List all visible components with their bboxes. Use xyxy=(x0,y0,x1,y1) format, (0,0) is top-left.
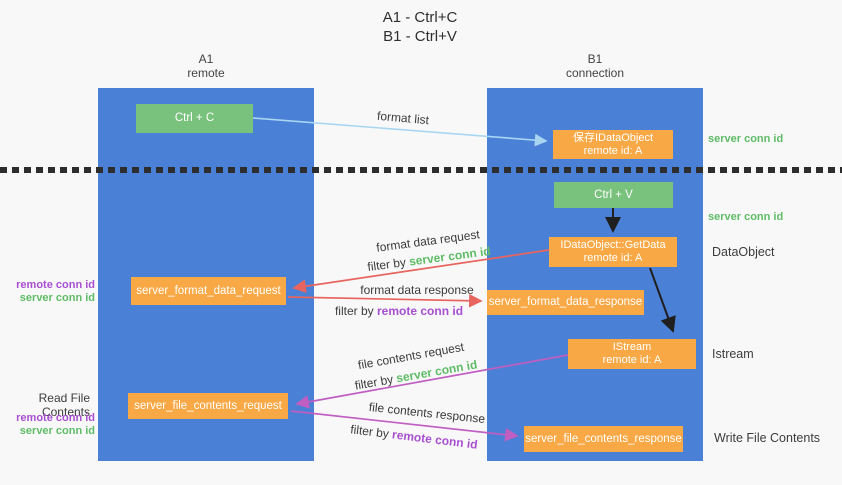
remote-conn-id-left-top: remote conn id xyxy=(16,279,95,291)
format-data-response-arrow xyxy=(287,293,483,308)
ctrl-c-action-box: Ctrl + C xyxy=(136,104,253,133)
server-file-contents-response-label: server_file_contents_response xyxy=(525,432,682,445)
ctrl-c-label: Ctrl + C xyxy=(174,112,215,124)
read-file-contents-label: Read File Contents xyxy=(38,391,90,419)
file-contents-response-label: file contents response xyxy=(368,399,486,427)
remote-conn-id-left-bottom: remote conn id xyxy=(16,412,95,424)
istream-line2: remote id: A xyxy=(602,354,662,366)
getdata-line1: IDataObject::GetData xyxy=(560,239,666,251)
save-idataobject-box: 保存IDataObject remote id: A xyxy=(553,130,673,159)
format-data-response-label: format data response xyxy=(360,283,474,297)
lifeline-header-a1: A1 remote xyxy=(98,52,314,80)
istream-side-label: Istream xyxy=(712,347,754,361)
write-file-contents-label: Write File Contents xyxy=(714,431,821,445)
dataobject-side-label: DataObject xyxy=(712,245,775,259)
istream-line1: IStream xyxy=(612,341,652,353)
server-file-contents-request-box: server_file_contents_request xyxy=(128,393,288,419)
server-format-data-request-label: server_format_data_request xyxy=(136,284,281,297)
server-file-contents-response-box: server_file_contents_response xyxy=(524,426,683,452)
filter-by-text: filter by xyxy=(353,372,395,393)
title-line-1: A1 - Ctrl+C xyxy=(382,9,458,26)
format-list-label: format list xyxy=(376,108,430,128)
filter-by-text: filter by xyxy=(349,422,390,441)
save-idataobject-line1: 保存IDataObject xyxy=(572,131,654,144)
server-conn-id-left-top: server conn id xyxy=(19,292,95,304)
filter-by-remote-conn-id-label-1: filter by remote conn id xyxy=(335,304,463,318)
save-idataobject-line2: remote id: A xyxy=(583,144,643,157)
remote-conn-id-text: remote conn id xyxy=(377,304,464,318)
machine-boundary-dotted-line xyxy=(0,167,842,173)
diagram-title: A1 - Ctrl+C B1 - Ctrl+V xyxy=(310,8,530,46)
lifeline-header-b1: B1 connection xyxy=(487,52,703,80)
filter-by-text: filter by xyxy=(334,304,374,318)
server-format-data-response-box: server_format_data_response xyxy=(487,290,644,315)
idataobject-getdata-box: IDataObject::GetData remote id: A xyxy=(549,237,677,267)
getdata-line2: remote id: A xyxy=(583,252,643,264)
lifeline-b1-role: connection xyxy=(565,66,625,80)
server-conn-id-left-bottom: server conn id xyxy=(19,425,95,437)
left-conn-id-group-bottom: remote conn id server conn id xyxy=(0,412,95,438)
server-conn-id-right-top: server conn id xyxy=(708,133,784,145)
server-conn-id-right-mid: server conn id xyxy=(708,211,784,223)
remote-conn-id-text: remote conn id xyxy=(391,427,479,452)
filter-by-text: filter by xyxy=(366,255,407,275)
istream-box: IStream remote id: A xyxy=(568,339,696,369)
server-format-data-response-label: server_format_data_response xyxy=(488,296,643,308)
server-format-data-request-box: server_format_data_request xyxy=(131,277,286,305)
ctrl-v-action-box: Ctrl + V xyxy=(554,182,673,208)
ctrl-v-label: Ctrl + V xyxy=(594,188,633,201)
title-line-2: B1 - Ctrl+V xyxy=(383,28,457,45)
left-conn-id-group-top: remote conn id server conn id xyxy=(0,279,95,305)
filter-by-remote-conn-id-label-2: filter by remote conn id xyxy=(350,422,479,452)
lifeline-a1-role: remote xyxy=(187,66,225,80)
lifeline-b1-id: B1 xyxy=(587,52,603,66)
lifeline-a1-id: A1 xyxy=(198,52,214,66)
server-file-contents-request-label: server_file_contents_request xyxy=(134,399,282,412)
